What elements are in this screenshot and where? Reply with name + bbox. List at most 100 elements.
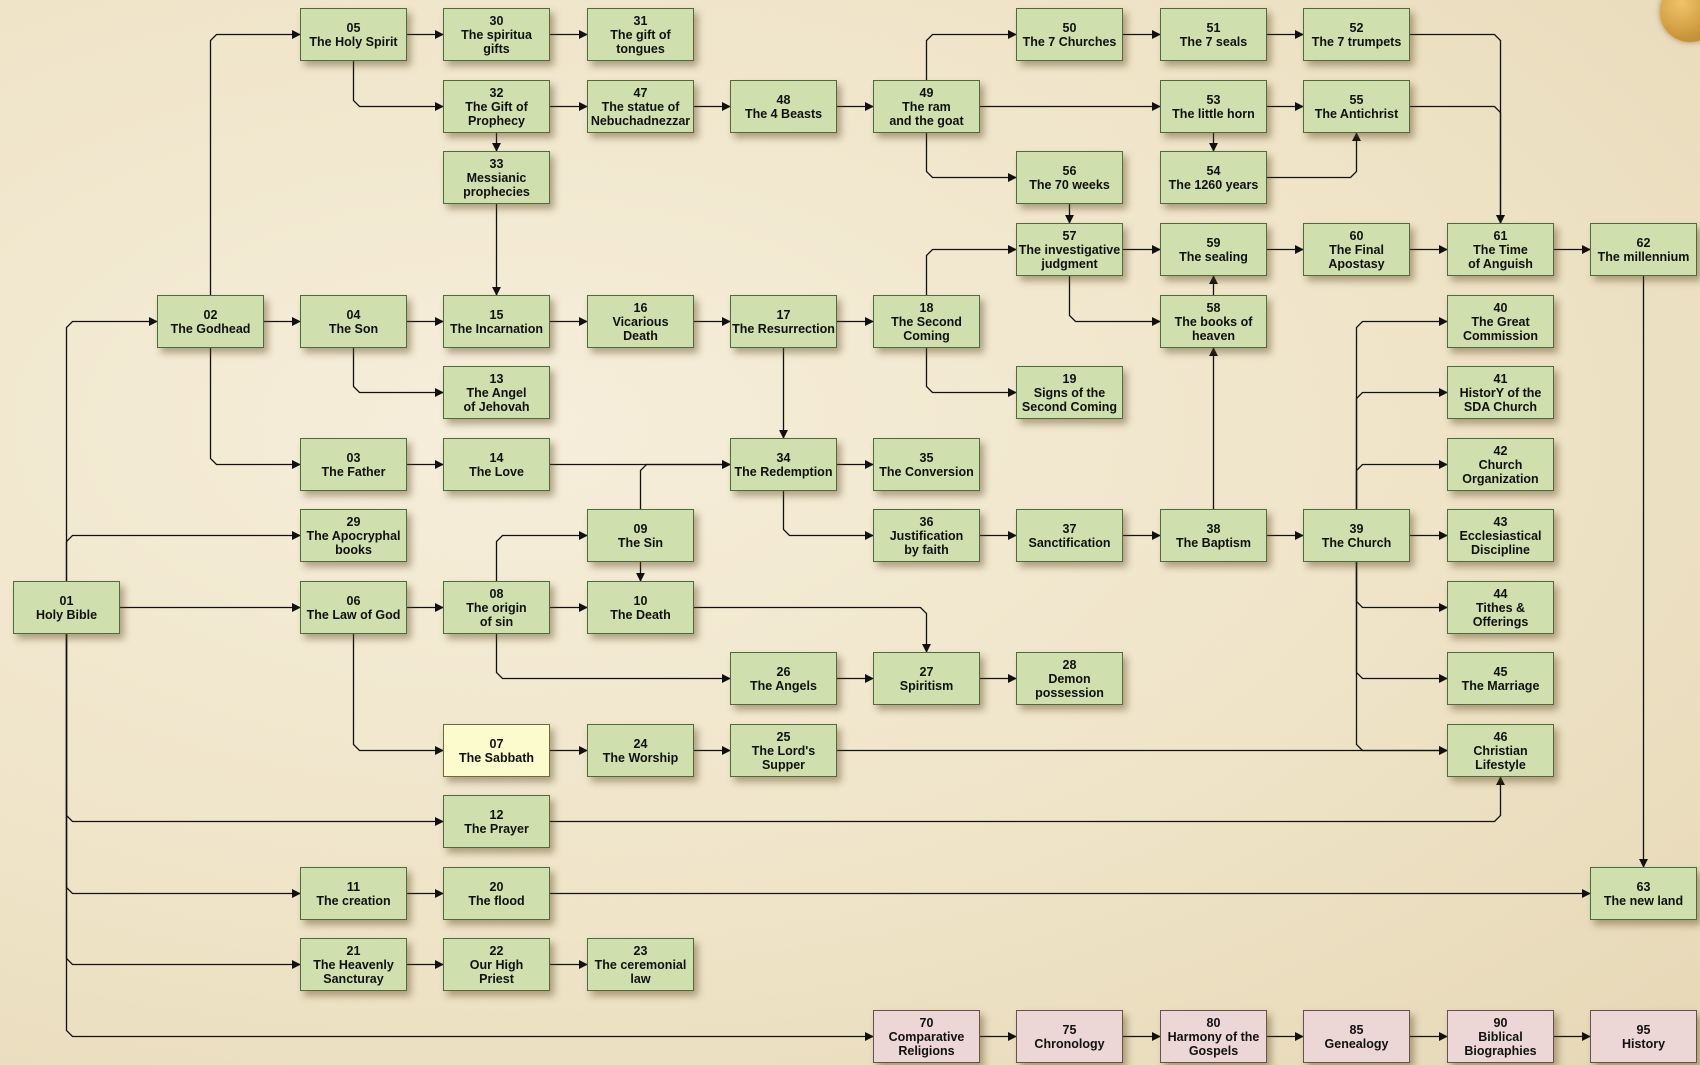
node-label: The Baptism — [1176, 536, 1251, 550]
node-number: 05 — [347, 21, 361, 35]
node-label: The new land — [1604, 894, 1683, 908]
node-label: Chronology — [1034, 1037, 1104, 1051]
node-label: The ceremonial law — [595, 958, 687, 986]
node-label: The origin of sin — [466, 601, 526, 629]
node-label: Messianic prophecies — [463, 171, 530, 199]
node-label: The Sabbath — [459, 751, 534, 765]
node-number: 12 — [490, 808, 504, 822]
node-label: Spiritism — [900, 679, 954, 693]
node-number: 47 — [634, 86, 648, 100]
node-label: The Father — [322, 465, 386, 479]
node-label: Tithes & Offerings — [1473, 601, 1529, 629]
node-number: 03 — [347, 451, 361, 465]
node-label: History — [1622, 1037, 1665, 1051]
connector-04-13 — [354, 348, 444, 393]
connector-01-11 — [67, 634, 301, 894]
node-label: The Great Commission — [1463, 315, 1538, 343]
connector-57-58 — [1070, 276, 1161, 322]
node-number: 35 — [920, 451, 934, 465]
node-label: The Death — [610, 608, 670, 622]
node-number: 06 — [347, 594, 361, 608]
node-label: Vicarious Death — [612, 315, 668, 343]
node-number: 46 — [1494, 730, 1508, 744]
node-label: The books of heaven — [1175, 315, 1253, 343]
node-number: 59 — [1207, 236, 1221, 250]
node-label: The spiritua gifts — [461, 28, 532, 56]
node-label: The creation — [316, 894, 390, 908]
node-label: The Time of Anguish — [1468, 243, 1533, 271]
node-number: 85 — [1350, 1023, 1364, 1037]
connector-39-40 — [1357, 322, 1448, 510]
